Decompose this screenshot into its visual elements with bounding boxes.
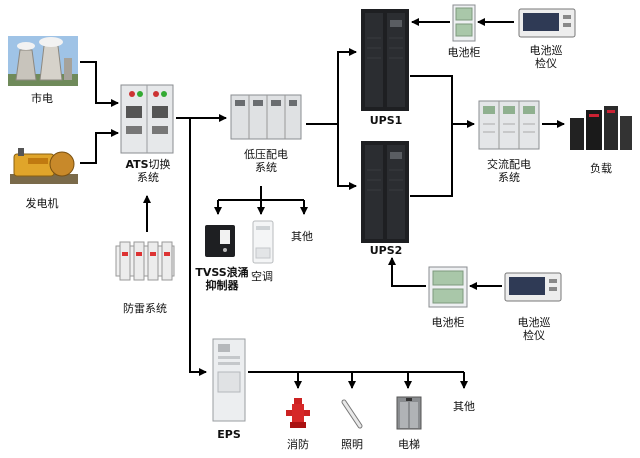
- aircon-icon: [252, 220, 274, 264]
- load-label: 负载: [590, 162, 612, 175]
- ac-panel-label-line1: 交流配电: [487, 158, 531, 171]
- arrow-generator-to-ats: [80, 129, 119, 164]
- ups2-to-merge: [410, 124, 453, 197]
- lv-panel-icon: [230, 94, 302, 140]
- arrow-battery-to-ups2: [388, 257, 426, 287]
- lv-to-ups-split: [306, 48, 357, 125]
- ats-label-line2: 系统: [137, 171, 159, 184]
- ats-cabinet-icon: [120, 84, 174, 154]
- eps-label: EPS: [217, 428, 241, 441]
- ats-label: ATS切换 系统: [116, 158, 180, 184]
- lighting-label: 照明: [341, 438, 363, 451]
- arrow-lv-to-ups2: [337, 124, 357, 190]
- ups2-label: UPS2: [369, 244, 403, 257]
- battery-monitor-top-icon: [518, 8, 576, 38]
- ac-panel-label: 交流配电 系统: [470, 158, 548, 184]
- tvss-label-line2: 抑制器: [205, 279, 239, 292]
- lv-panel-label-line2: 系统: [255, 161, 277, 174]
- light-tube-icon: [340, 398, 364, 430]
- elevator-label: 电梯: [398, 438, 420, 451]
- monitor-top-label-line2: 检仪: [535, 57, 557, 70]
- battery-top-label: 电池柜: [447, 46, 481, 59]
- fire-label: 消防: [287, 438, 309, 451]
- tvss-label-bold: TVSS: [195, 266, 227, 279]
- other-lv-label: 其他: [291, 230, 313, 243]
- monitor-bottom-label-line1: 电池巡: [517, 316, 551, 329]
- monitor-top-label-line1: 电池巡: [529, 44, 563, 57]
- monitor-top-label: 电池巡 检仪: [516, 44, 576, 70]
- tvss-label-rest: 浪涌: [226, 266, 249, 279]
- monitor-bottom-label-line2: 检仪: [523, 329, 545, 342]
- ats-label-rest: 切换: [148, 158, 171, 171]
- battery-bottom-label: 电池柜: [431, 316, 465, 329]
- tvss-label: TVSS浪涌 抑制器: [184, 266, 260, 292]
- battery-cabinet-top-icon: [452, 4, 476, 42]
- tvss-icon: [204, 224, 236, 258]
- battery-cabinet-bottom-icon: [428, 266, 468, 308]
- lv-panel-label-line1: 低压配电: [244, 148, 288, 161]
- generator-label: 发电机: [25, 197, 59, 210]
- ups2-cabinet-icon: [360, 140, 410, 244]
- ups1-cabinet-icon: [360, 8, 410, 112]
- ac-panel-icon: [478, 100, 540, 150]
- monitor-bottom-label: 电池巡 检仪: [504, 316, 564, 342]
- aircon-label: 空调: [251, 270, 273, 283]
- server-racks-icon: [568, 104, 634, 152]
- lightning-label: 防雷系统: [123, 302, 167, 315]
- eps-cabinet-icon: [212, 338, 246, 422]
- arrow-grid-to-ats: [80, 61, 119, 107]
- lv-panel-label: 低压配电 系统: [228, 148, 304, 174]
- elevator-icon: [396, 396, 422, 430]
- grid-power-label: 市电: [31, 92, 53, 105]
- ac-panel-label-line2: 系统: [498, 171, 520, 184]
- other-eps-label: 其他: [453, 400, 475, 413]
- battery-monitor-bottom-icon: [504, 272, 562, 302]
- generator-icon: [8, 144, 80, 190]
- arrow-trunk-to-eps: [189, 118, 207, 376]
- ats-label-bold: ATS: [125, 158, 149, 171]
- lv-branch-bar: [218, 186, 304, 201]
- ups-merge: [410, 75, 475, 128]
- power-plant-icon: [8, 36, 78, 86]
- ups1-label: UPS1: [369, 114, 403, 127]
- fire-pump-icon: [286, 398, 310, 430]
- lightning-protector-icon: [114, 236, 176, 282]
